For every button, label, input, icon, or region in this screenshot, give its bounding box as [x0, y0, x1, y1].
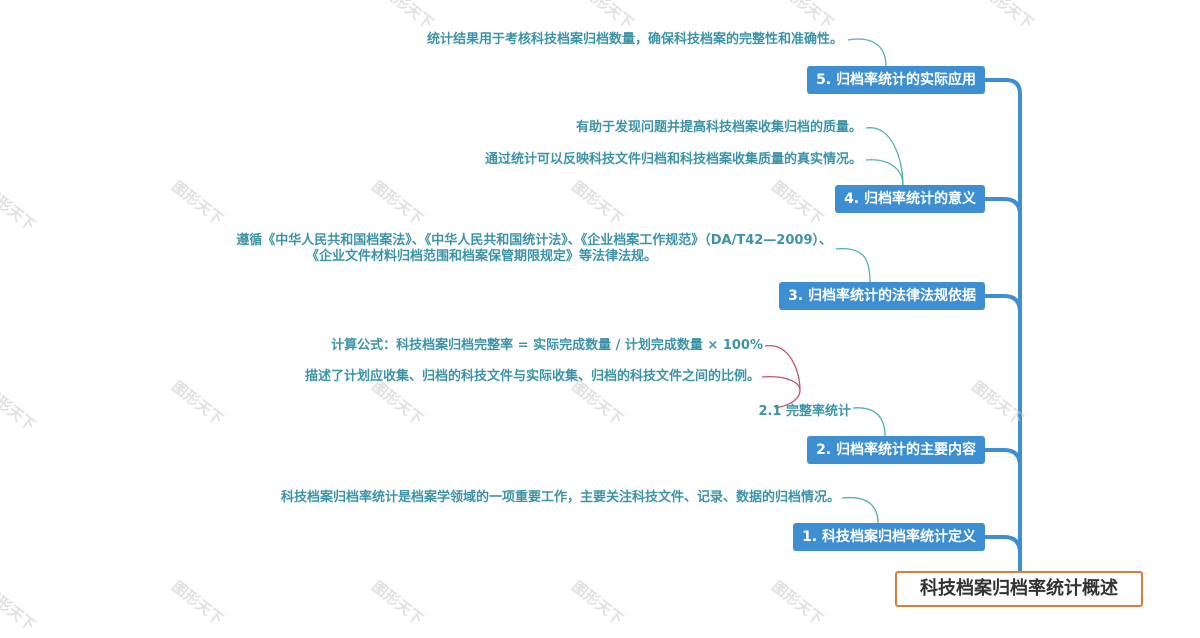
note-2-formula: 计算公式：科技档案归档完整率 = 实际完成数量 / 计划完成数量 × 100% — [331, 338, 763, 353]
note-4-1: 有助于发现问题并提高科技档案收集归档的质量。 — [575, 120, 862, 135]
note-3-2: 《企业文件材料归档范围和档案保管期限规定》等法律法规。 — [305, 249, 657, 264]
topic-2-main-content[interactable]: 2. 归档率统计的主要内容 — [807, 436, 985, 464]
note-3-1: 遵循《中华人民共和国档案法》、《中华人民共和国统计法》、《企业档案工作规范》（D… — [236, 233, 832, 248]
note-4-2: 通过统计可以反映科技文件归档和科技档案收集质量的真实情况。 — [484, 152, 862, 167]
note-2-description: 描述了计划应收集、归档的科技文件与实际收集、归档的科技文件之间的比例。 — [304, 369, 760, 384]
topic-3-legal-basis[interactable]: 3. 归档率统计的法律法规依据 — [779, 282, 985, 310]
topic-5-practical-application[interactable]: 5. 归档率统计的实际应用 — [807, 66, 985, 94]
note-5-1: 统计结果用于考核科技档案归档数量，确保科技档案的完整性和准确性。 — [426, 32, 843, 47]
topic-4-significance[interactable]: 4. 归档率统计的意义 — [835, 185, 985, 213]
note-1-1: 科技档案归档率统计是档案学领域的一项重要工作，主要关注科技文件、记录、数据的归档… — [280, 490, 840, 505]
subtopic-2-1-completeness[interactable]: 2.1 完整率统计 — [758, 404, 851, 419]
topic-1-definition[interactable]: 1. 科技档案归档率统计定义 — [793, 523, 985, 551]
root-topic[interactable]: 科技档案归档率统计概述 — [895, 571, 1143, 607]
